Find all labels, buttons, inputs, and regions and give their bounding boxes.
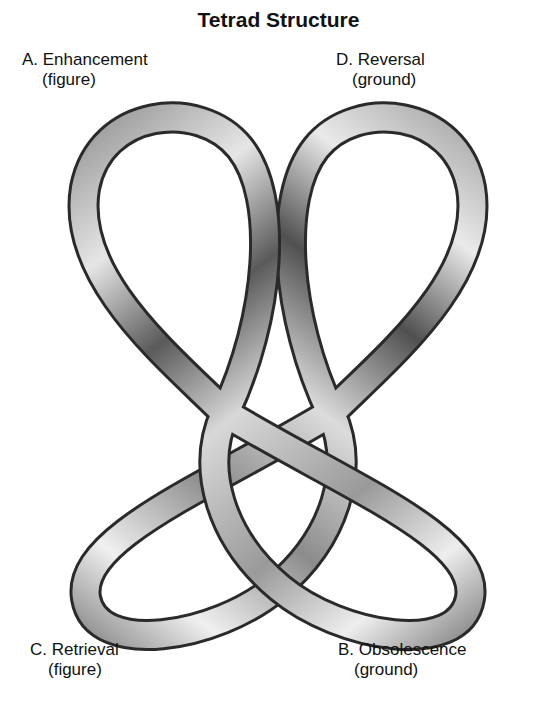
tetrad-law-label: C. Retrieval [30,640,119,660]
figure-ground-label: (ground) [354,660,418,680]
diagram-title: Tetrad Structure [0,8,557,32]
ribbon-left [83,117,470,635]
tetrad-law-label: D. Reversal [336,50,425,70]
tetrad-law-label: B. Obsolescence [338,640,467,660]
figure-ground-label: (ground) [352,70,416,90]
ribbon-right [85,117,472,635]
tetrad-law-label: A. Enhancement [22,50,148,70]
ribbon-group [83,117,472,635]
figure-ground-label: (figure) [42,70,96,90]
ribbon-right-edge [85,117,472,635]
ribbon-left-edge [83,117,470,635]
figure-ground-label: (figure) [48,660,102,680]
